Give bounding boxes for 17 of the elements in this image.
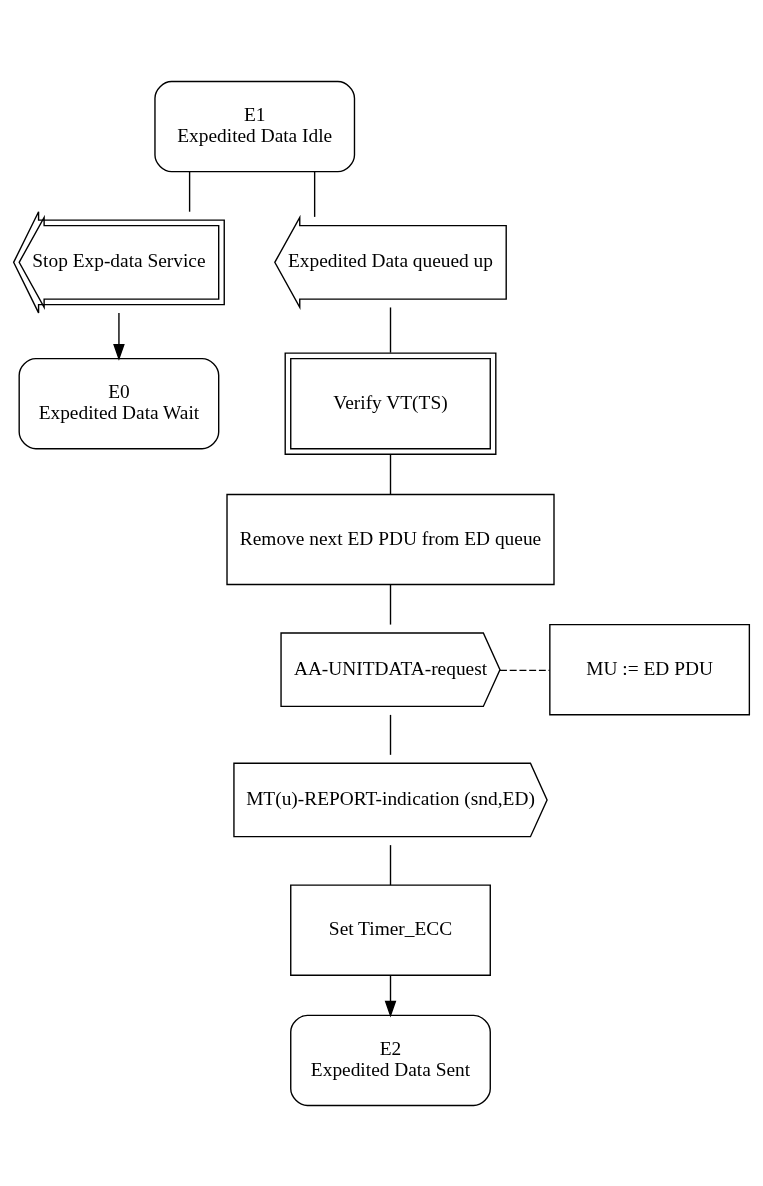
connector — [389, 843, 392, 886]
node-box: MU := ED PDU — [549, 623, 751, 715]
node-box: Set Timer_ECC — [290, 883, 491, 976]
node-box: Remove next ED PDU from ED queue — [226, 493, 555, 585]
connector — [499, 669, 551, 671]
connector — [389, 306, 392, 353]
connector — [188, 170, 191, 212]
connector — [313, 170, 316, 218]
node-box: E2 Expedited Data Sent — [290, 1014, 491, 1106]
arrow — [113, 311, 125, 361]
connector — [389, 453, 392, 495]
connector — [389, 583, 392, 625]
connector — [389, 713, 392, 756]
node-box: E1 Expedited Data Idle — [154, 80, 356, 172]
node-box: E0 Expedited Data Wait — [18, 357, 220, 449]
node-box: Verify VT(TS) — [284, 351, 497, 455]
arrow — [384, 974, 397, 1017]
